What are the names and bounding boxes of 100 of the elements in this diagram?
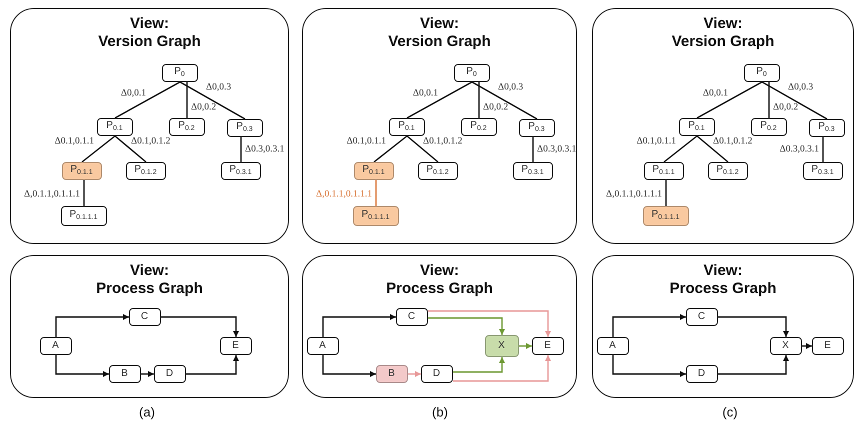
graph-node <box>532 336 564 354</box>
graph-node <box>802 162 842 180</box>
graph-node <box>126 162 166 180</box>
node-label: P$_{0.1.2}$ <box>426 164 449 177</box>
panel-title: View: Process Graph <box>95 262 204 298</box>
panel-title: View: Version Graph <box>670 15 776 51</box>
connector <box>453 355 551 382</box>
graph-node <box>96 118 132 136</box>
connector <box>114 81 180 119</box>
connector <box>55 355 109 377</box>
edge-label: Δ0,0.1 <box>702 88 728 100</box>
graph-node <box>354 162 394 180</box>
edge-label: Δ,0.1.1,0.1.1.1 <box>24 190 80 200</box>
node-label: E <box>544 340 551 351</box>
graph-node <box>128 308 160 326</box>
graph-node <box>808 118 844 136</box>
edge-label: Δ0,0.1 <box>120 88 146 100</box>
connector <box>114 135 146 163</box>
connector <box>186 355 239 375</box>
graph-node <box>396 308 428 326</box>
connector <box>718 316 789 337</box>
node-label: P$_{0.2}$ <box>470 120 487 133</box>
connector <box>453 357 505 373</box>
node-label: P$_{0.2}$ <box>178 120 195 133</box>
graph-node <box>352 206 398 226</box>
panel-title: View: Version Graph <box>387 15 492 51</box>
connector <box>180 81 246 120</box>
connector <box>374 135 408 163</box>
node-label: E <box>232 340 239 351</box>
connector <box>664 135 698 163</box>
graph-node <box>642 206 688 226</box>
edge-label: Δ0,0.2 <box>483 102 508 114</box>
connector <box>768 82 770 118</box>
node-label: A <box>319 340 326 351</box>
graph-node <box>750 118 786 136</box>
view-panel <box>592 255 854 398</box>
connector <box>612 314 686 337</box>
graph-node <box>108 364 140 382</box>
graph-node <box>226 118 262 136</box>
panel-title: View: Version Graph <box>97 15 202 51</box>
view-panel <box>10 8 289 244</box>
node-label: P$_{0.3.1}$ <box>229 164 252 177</box>
node-label: P$_{0}$ <box>756 66 767 79</box>
graph-node <box>168 118 204 136</box>
connector <box>406 135 438 163</box>
connector <box>322 355 376 377</box>
node-label: C <box>140 311 148 322</box>
graph-node <box>812 336 844 354</box>
connector <box>186 82 188 118</box>
graph-node <box>484 334 518 356</box>
node-label: A <box>52 340 59 351</box>
connector <box>240 137 242 162</box>
edge-label: Δ0.1,0.1.2 <box>423 136 462 148</box>
connector <box>762 81 828 120</box>
edge-label: Δ0.1,0.1.1 <box>636 136 676 148</box>
node-label: E <box>824 340 831 351</box>
graph-node <box>512 162 552 180</box>
graph-node <box>388 118 424 136</box>
connector <box>612 355 686 377</box>
graph-node <box>154 364 186 382</box>
graph-node <box>418 162 458 180</box>
node-label: A <box>609 340 616 351</box>
edge-label: Δ0.3,0.3.1 <box>245 144 284 156</box>
connector <box>83 180 85 206</box>
node-label: C <box>408 311 416 322</box>
view-panel <box>592 8 854 244</box>
edge-label: Δ0.3,0.3.1 <box>537 144 576 156</box>
edge-label: Δ0,0.2 <box>773 102 798 114</box>
graph-node <box>376 364 408 382</box>
node-label: C <box>698 311 706 322</box>
graph-node <box>454 64 490 82</box>
graph-node <box>686 364 718 382</box>
connector <box>478 82 480 118</box>
connector <box>696 81 762 119</box>
edge-label: Δ0.3,0.3.1 <box>780 144 819 156</box>
node-label: P$_{0.1.1}$ <box>362 164 385 177</box>
graph-node <box>596 336 628 354</box>
connector <box>822 137 824 162</box>
connector <box>718 355 789 375</box>
edge-label: Δ0.1,0.1.1 <box>346 136 386 148</box>
node-label: P$_{0.3.1}$ <box>521 164 544 177</box>
edge-label: Δ,0.1.1,0.1.1.1 <box>316 190 372 200</box>
graph-node <box>644 162 684 180</box>
graph-node <box>162 64 198 82</box>
connector <box>428 310 551 337</box>
edge-label: Δ0.1,0.1.2 <box>131 136 170 148</box>
node-label: P$_{0.1.1.1}$ <box>651 209 680 222</box>
graph-node <box>686 308 718 326</box>
node-label: P$_{0.1}$ <box>398 120 415 133</box>
connector <box>322 314 396 337</box>
view-panel <box>302 255 577 398</box>
connector <box>141 371 154 377</box>
node-label: P$_{0.1.1.1}$ <box>361 209 390 222</box>
connector <box>408 371 421 377</box>
node-label: P$_{0.1}$ <box>688 120 705 133</box>
node-label: D <box>166 368 174 379</box>
node-label: P$_{0.3.1}$ <box>811 164 834 177</box>
view-panel <box>10 255 289 398</box>
connector <box>375 180 377 206</box>
node-label: P$_{0.3}$ <box>528 121 545 134</box>
